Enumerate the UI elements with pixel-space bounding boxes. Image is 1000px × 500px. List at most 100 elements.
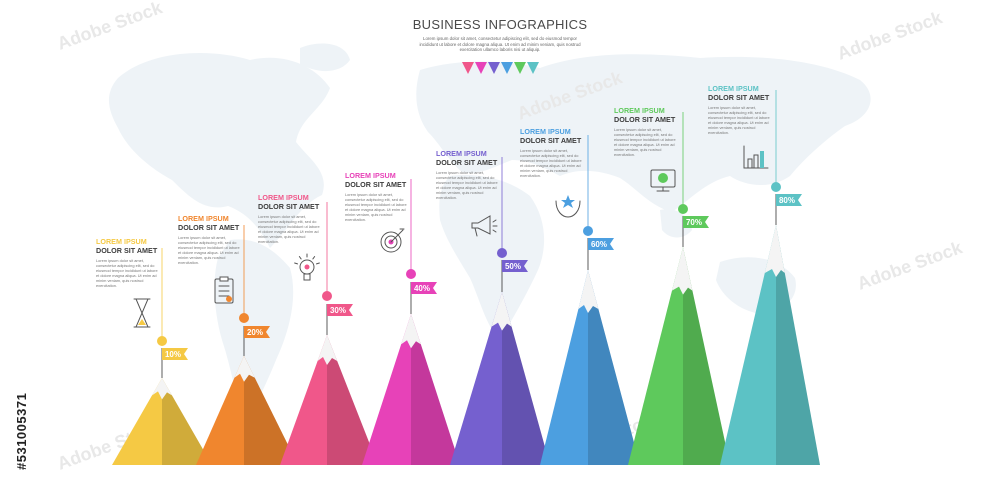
- watermark-text: Adobe Stock: [55, 0, 166, 54]
- mountain-right-face: [776, 225, 820, 465]
- marker-dot: [678, 204, 688, 214]
- color-swatch-triangle: [462, 62, 474, 74]
- mountain-step-5: 50%: [450, 157, 550, 465]
- marker-dot: [406, 269, 416, 279]
- mountain-right-face: [502, 292, 550, 465]
- percent-flag: [244, 326, 270, 338]
- mountain-step-7: 70%: [628, 112, 730, 465]
- step-body: Lorem ipsum dolor sit amet, consectetur …: [345, 192, 407, 222]
- percent-flag: [411, 282, 437, 294]
- mountain-right-face: [162, 378, 212, 465]
- mountain-right-face: [411, 314, 460, 465]
- mountain-step-4: 40%: [362, 179, 460, 465]
- step-label-4: LOREM IPSUM DOLOR SIT AMET Lorem ipsum d…: [345, 171, 425, 222]
- world-map-background: [108, 43, 871, 430]
- step-title: LOREM IPSUM: [258, 193, 309, 202]
- step-body: Lorem ipsum dolor sit amet, consectetur …: [258, 214, 320, 244]
- snow-cap: [317, 335, 338, 365]
- marker-dot: [157, 336, 167, 346]
- percent-flag: [502, 260, 528, 272]
- step-title: LOREM IPSUM: [96, 237, 147, 246]
- percent-label: 20%: [247, 328, 263, 337]
- mountain-left-face: [720, 225, 776, 465]
- mountain-right-face: [683, 247, 730, 465]
- percent-flag: [683, 216, 709, 228]
- mountain-step-3: 30%: [280, 202, 378, 465]
- mountain-left-face: [628, 247, 683, 465]
- growth-chart-icon: [743, 145, 769, 169]
- page-title: BUSINESS INFOGRAPHICS: [412, 17, 588, 32]
- mountain-left-face: [196, 356, 244, 465]
- snow-cap: [672, 247, 693, 295]
- mountain-right-face: [327, 335, 378, 465]
- percent-flag: [776, 194, 802, 206]
- percent-flag: [162, 348, 188, 360]
- step-body: Lorem ipsum dolor sit amet, consectetur …: [436, 170, 498, 200]
- color-swatch-triangle: [475, 62, 487, 74]
- mountain-step-8: 80%: [720, 90, 820, 465]
- clipboard-icon: [214, 276, 234, 304]
- marker-dot: [583, 226, 593, 236]
- color-swatch-triangle: [501, 62, 513, 74]
- header-description: Lorem ipsum dolor sit amet, consectetur …: [419, 36, 581, 53]
- mountain-step-2: 20%: [196, 225, 298, 465]
- step-label-7: LOREM IPSUM DOLOR SIT AMET Lorem ipsum d…: [614, 106, 694, 157]
- snow-cap: [491, 292, 512, 331]
- marker-dot: [771, 182, 781, 192]
- percent-label: 80%: [779, 196, 795, 205]
- snow-cap: [401, 314, 421, 349]
- mountain-step-1: 10%: [112, 248, 212, 465]
- step-subtitle: DOLOR SIT AMET: [436, 157, 498, 167]
- snow-cap: [764, 225, 785, 277]
- mountain-left-face: [362, 314, 411, 465]
- target-icon: [380, 228, 405, 253]
- mountain-right-face: [244, 356, 298, 465]
- step-label-2: LOREM IPSUM DOLOR SIT AMET Lorem ipsum d…: [178, 214, 258, 265]
- percent-label: 30%: [330, 306, 346, 315]
- stock-id-text: #531005371: [14, 392, 29, 470]
- step-subtitle: DOLOR SIT AMET: [345, 179, 407, 189]
- step-title: LOREM IPSUM: [614, 106, 665, 115]
- step-body: Lorem ipsum dolor sit amet, consectetur …: [708, 105, 770, 135]
- marker-dot: [497, 248, 507, 258]
- step-title: LOREM IPSUM: [436, 149, 487, 158]
- step-title: LOREM IPSUM: [708, 84, 759, 93]
- color-swatch-triangle: [527, 62, 539, 74]
- marker-dot: [322, 291, 332, 301]
- step-subtitle: DOLOR SIT AMET: [258, 201, 320, 211]
- step-body: Lorem ipsum dolor sit amet, consectetur …: [96, 258, 158, 288]
- mountain-left-face: [280, 335, 327, 465]
- color-swatch-triangle: [514, 62, 526, 74]
- watermark-text: Adobe Stock: [835, 7, 946, 64]
- step-title: LOREM IPSUM: [178, 214, 229, 223]
- step-body: Lorem ipsum dolor sit amet, consectetur …: [614, 127, 676, 157]
- mountain-step-6: 60%: [540, 135, 640, 465]
- step-body: Lorem ipsum dolor sit amet, consectetur …: [178, 235, 240, 265]
- percent-label: 50%: [505, 262, 521, 271]
- step-subtitle: DOLOR SIT AMET: [614, 114, 676, 124]
- step-label-3: LOREM IPSUM DOLOR SIT AMET Lorem ipsum d…: [258, 193, 338, 244]
- mountain-left-face: [112, 378, 162, 465]
- mountain-right-face: [588, 270, 640, 465]
- monitor-dollar-icon: [650, 169, 676, 192]
- step-subtitle: DOLOR SIT AMET: [708, 92, 770, 102]
- step-label-8: LOREM IPSUM DOLOR SIT AMET Lorem ipsum d…: [708, 84, 788, 135]
- watermark-text: Adobe Stock: [855, 237, 966, 294]
- percent-label: 70%: [686, 218, 702, 227]
- step-label-1: LOREM IPSUM DOLOR SIT AMET Lorem ipsum d…: [96, 237, 176, 288]
- snow-cap: [578, 270, 599, 313]
- step-label-6: LOREM IPSUM DOLOR SIT AMET Lorem ipsum d…: [520, 127, 600, 178]
- color-swatch-triangle: [488, 62, 500, 74]
- step-subtitle: DOLOR SIT AMET: [178, 222, 240, 232]
- percent-label: 40%: [414, 284, 430, 293]
- step-subtitle: DOLOR SIT AMET: [96, 245, 158, 255]
- step-title: LOREM IPSUM: [520, 127, 571, 136]
- step-subtitle: DOLOR SIT AMET: [520, 135, 582, 145]
- mountain-left-face: [450, 292, 502, 465]
- megaphone-icon: [471, 215, 498, 237]
- color-swatch-row: [462, 62, 539, 74]
- hourglass-icon: [133, 298, 151, 328]
- mountain-left-face: [540, 270, 588, 465]
- snow-cap: [234, 356, 255, 382]
- percent-flag: [588, 238, 614, 250]
